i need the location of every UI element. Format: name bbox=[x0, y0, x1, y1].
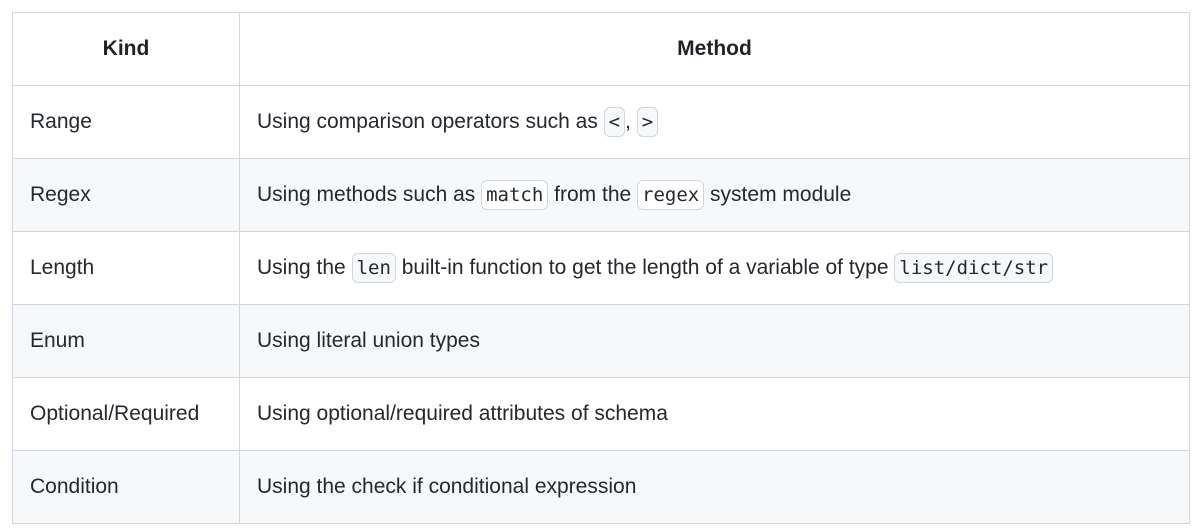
method-text: Using comparison operators such as bbox=[257, 110, 604, 133]
method-cell: Using methods such as match from the reg… bbox=[239, 158, 1190, 232]
kind-cell: Regex bbox=[12, 158, 240, 232]
inline-code: > bbox=[636, 107, 659, 137]
inline-code: match bbox=[481, 180, 549, 210]
method-cell: Using literal union types bbox=[239, 304, 1190, 378]
inline-code: regex bbox=[637, 180, 705, 210]
method-text: from the bbox=[548, 183, 638, 206]
kind-cell: Length bbox=[12, 231, 240, 305]
method-text: system module bbox=[704, 183, 852, 206]
method-cell: Using the len built-in function to get t… bbox=[239, 231, 1190, 305]
table-row: Optional/Required Using optional/required… bbox=[12, 377, 1190, 451]
method-text: Using the bbox=[257, 256, 352, 279]
kind-cell: Range bbox=[12, 85, 240, 159]
method-text: Using the check if conditional expressio… bbox=[257, 475, 637, 498]
method-text: Using literal union types bbox=[257, 329, 480, 352]
method-text: , bbox=[625, 110, 637, 133]
inline-code: list/dict/str bbox=[894, 253, 1054, 283]
inline-code: len bbox=[351, 253, 396, 283]
kind-cell: Optional/Required bbox=[12, 377, 240, 451]
method-text: Using optional/required attributes of sc… bbox=[257, 402, 668, 425]
table-row: Condition Using the check if conditional … bbox=[12, 450, 1190, 524]
inline-code: < bbox=[603, 107, 626, 137]
table-header-row: Kind Method bbox=[12, 12, 1190, 86]
method-cell: Using optional/required attributes of sc… bbox=[239, 377, 1190, 451]
method-column-header: Method bbox=[239, 12, 1190, 86]
table-row: Enum Using literal union types bbox=[12, 304, 1190, 378]
method-cell: Using comparison operators such as <, > bbox=[239, 85, 1190, 159]
method-text: built-in function to get the length of a… bbox=[395, 256, 895, 279]
method-text: Using methods such as bbox=[257, 183, 482, 206]
method-cell: Using the check if conditional expressio… bbox=[239, 450, 1190, 524]
kind-column-header: Kind bbox=[12, 12, 240, 86]
kind-cell: Condition bbox=[12, 450, 240, 524]
kind-cell: Enum bbox=[12, 304, 240, 378]
